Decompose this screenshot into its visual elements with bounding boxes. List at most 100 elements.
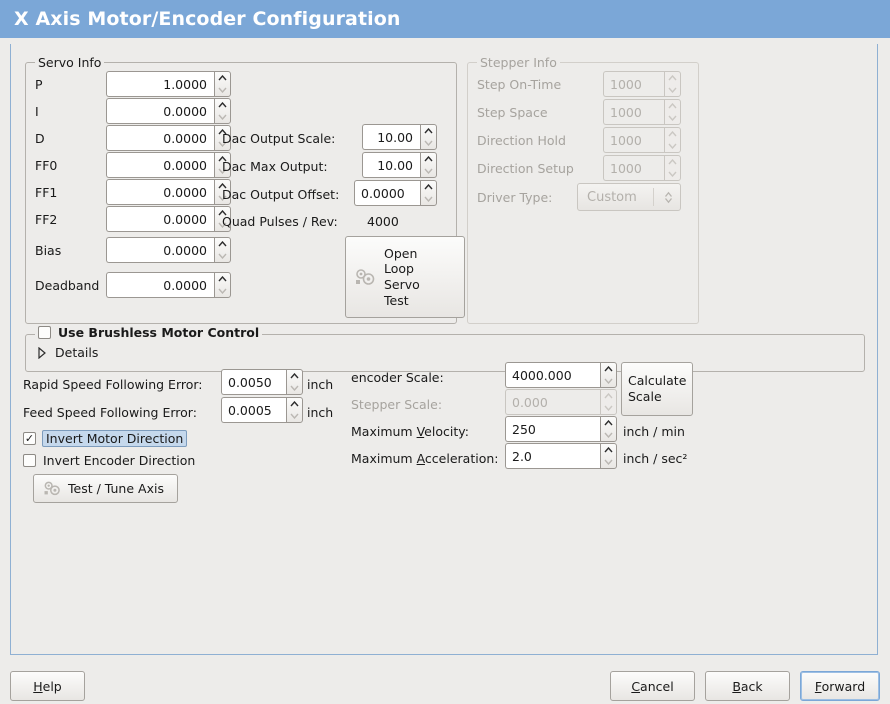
- spin-up-icon[interactable]: [215, 238, 230, 250]
- servo-bias-input[interactable]: 0.0000: [106, 237, 214, 263]
- maximum-acceleration-spin[interactable]: 2.0: [505, 443, 617, 469]
- open-loop-servo-test-button[interactable]: Open Loop Servo Test: [345, 236, 465, 318]
- spin-down-icon[interactable]: [287, 410, 302, 422]
- servo-ff2-spin-buttons[interactable]: [214, 206, 231, 232]
- spin-down-icon[interactable]: [215, 84, 230, 96]
- spin-down-icon[interactable]: [215, 138, 230, 150]
- dac-output-scale-spin[interactable]: 10.00: [362, 124, 437, 150]
- maximum-velocity-spin-buttons[interactable]: [600, 416, 617, 442]
- driver-type-value: Custom: [587, 189, 637, 205]
- spin-down-icon[interactable]: [215, 192, 230, 204]
- dac-max-output-input[interactable]: 10.00: [362, 152, 420, 178]
- servo-ff0-input[interactable]: 0.0000: [106, 152, 214, 178]
- servo-d-spin-buttons[interactable]: [214, 125, 231, 151]
- spin-down-icon[interactable]: [287, 382, 302, 394]
- spin-up-icon[interactable]: [215, 207, 230, 219]
- invert-encoder-direction-row[interactable]: Invert Encoder Direction: [23, 453, 195, 468]
- forward-button[interactable]: Forward: [800, 671, 880, 701]
- spin-down-icon[interactable]: [215, 285, 230, 297]
- spin-up-icon[interactable]: [421, 153, 436, 165]
- maximum-velocity-input[interactable]: 250: [505, 416, 600, 442]
- dac-output-offset-input[interactable]: 0.0000: [354, 180, 420, 206]
- spin-up-icon[interactable]: [287, 370, 302, 382]
- use-brushless-checkbox-row[interactable]: Use Brushless Motor Control: [35, 325, 263, 340]
- spin-up-icon[interactable]: [215, 72, 230, 84]
- calculate-scale-button[interactable]: Calculate Scale: [621, 362, 693, 416]
- spin-up-icon[interactable]: [421, 125, 436, 137]
- feed-following-error-spin-buttons[interactable]: [286, 397, 303, 423]
- details-expander[interactable]: Details: [36, 345, 98, 360]
- maximum-acceleration-spin-buttons[interactable]: [600, 443, 617, 469]
- maximum-velocity-spin[interactable]: 250: [505, 416, 617, 442]
- servo-i-spin-buttons[interactable]: [214, 98, 231, 124]
- servo-label-d: D: [35, 131, 45, 146]
- encoder-scale-input[interactable]: 4000.000: [505, 362, 600, 388]
- servo-ff0-spin[interactable]: 0.0000: [106, 152, 231, 178]
- spin-down-icon[interactable]: [215, 219, 230, 231]
- spin-up-icon[interactable]: [421, 181, 436, 193]
- spin-up-icon[interactable]: [215, 126, 230, 138]
- encoder-scale-spin[interactable]: 4000.000: [505, 362, 617, 388]
- spin-up-icon[interactable]: [215, 99, 230, 111]
- servo-label-p: P: [35, 77, 43, 92]
- spin-up-icon[interactable]: [215, 180, 230, 192]
- spin-up-icon[interactable]: [601, 417, 616, 429]
- spin-up-icon[interactable]: [215, 153, 230, 165]
- servo-deadband-spin-buttons[interactable]: [214, 272, 231, 298]
- maximum-acceleration-input[interactable]: 2.0: [505, 443, 600, 469]
- rapid-following-error-spin-buttons[interactable]: [286, 369, 303, 395]
- servo-p-input[interactable]: 1.0000: [106, 71, 214, 97]
- feed-following-error-input[interactable]: 0.0005: [221, 397, 286, 423]
- dac-output-scale-input[interactable]: 10.00: [362, 124, 420, 150]
- servo-ff1-input[interactable]: 0.0000: [106, 179, 214, 205]
- dac-output-scale-spin-buttons[interactable]: [420, 124, 437, 150]
- rapid-following-error-input[interactable]: 0.0050: [221, 369, 286, 395]
- servo-d-input[interactable]: 0.0000: [106, 125, 214, 151]
- spin-down-icon[interactable]: [601, 429, 616, 441]
- servo-ff0-spin-buttons[interactable]: [214, 152, 231, 178]
- stepper-scale-label: Stepper Scale:: [351, 397, 443, 412]
- servo-p-spin[interactable]: 1.0000: [106, 71, 231, 97]
- back-button[interactable]: Back: [705, 671, 790, 701]
- spin-down-icon[interactable]: [601, 375, 616, 387]
- servo-i-input[interactable]: 0.0000: [106, 98, 214, 124]
- spin-down-icon[interactable]: [601, 456, 616, 468]
- servo-deadband-input[interactable]: 0.0000: [106, 272, 214, 298]
- use-brushless-checkbox[interactable]: [38, 326, 51, 339]
- spin-down-icon[interactable]: [215, 250, 230, 262]
- dac-output-offset-spin[interactable]: 0.0000: [354, 180, 437, 206]
- servo-ff2-spin[interactable]: 0.0000: [106, 206, 231, 232]
- servo-ff1-spin[interactable]: 0.0000: [106, 179, 231, 205]
- spin-up-icon[interactable]: [601, 444, 616, 456]
- servo-ff2-input[interactable]: 0.0000: [106, 206, 214, 232]
- spin-down-icon[interactable]: [215, 165, 230, 177]
- dac-max-output-spin-buttons[interactable]: [420, 152, 437, 178]
- spin-down-icon[interactable]: [421, 193, 436, 205]
- cancel-button[interactable]: Cancel: [610, 671, 695, 701]
- dac-output-offset-spin-buttons[interactable]: [420, 180, 437, 206]
- open-loop-line-2: Loop: [384, 261, 414, 277]
- test-tune-axis-button[interactable]: Test / Tune Axis: [33, 474, 178, 503]
- servo-ff1-spin-buttons[interactable]: [214, 179, 231, 205]
- spin-down-icon[interactable]: [215, 111, 230, 123]
- spin-up-icon[interactable]: [601, 363, 616, 375]
- dac-max-output-spin[interactable]: 10.00: [362, 152, 437, 178]
- servo-p-spin-buttons[interactable]: [214, 71, 231, 97]
- spin-down-icon[interactable]: [421, 137, 436, 149]
- spin-up-icon[interactable]: [215, 273, 230, 285]
- direction-hold-spin: 1000: [603, 127, 681, 153]
- servo-d-spin[interactable]: 0.0000: [106, 125, 231, 151]
- spin-up-icon[interactable]: [287, 398, 302, 410]
- servo-bias-spin-buttons[interactable]: [214, 237, 231, 263]
- invert-encoder-direction-checkbox[interactable]: [23, 454, 36, 467]
- servo-deadband-spin[interactable]: 0.0000: [106, 272, 231, 298]
- help-button[interactable]: Help: [10, 671, 85, 701]
- rapid-following-error-spin[interactable]: 0.0050: [221, 369, 303, 395]
- feed-following-error-spin[interactable]: 0.0005: [221, 397, 303, 423]
- servo-i-spin[interactable]: 0.0000: [106, 98, 231, 124]
- invert-motor-direction-checkbox[interactable]: ✓: [23, 432, 36, 445]
- encoder-scale-spin-buttons[interactable]: [600, 362, 617, 388]
- spin-down-icon[interactable]: [421, 165, 436, 177]
- invert-motor-direction-row[interactable]: ✓ Invert Motor Direction: [23, 430, 188, 447]
- servo-bias-spin[interactable]: 0.0000: [106, 237, 231, 263]
